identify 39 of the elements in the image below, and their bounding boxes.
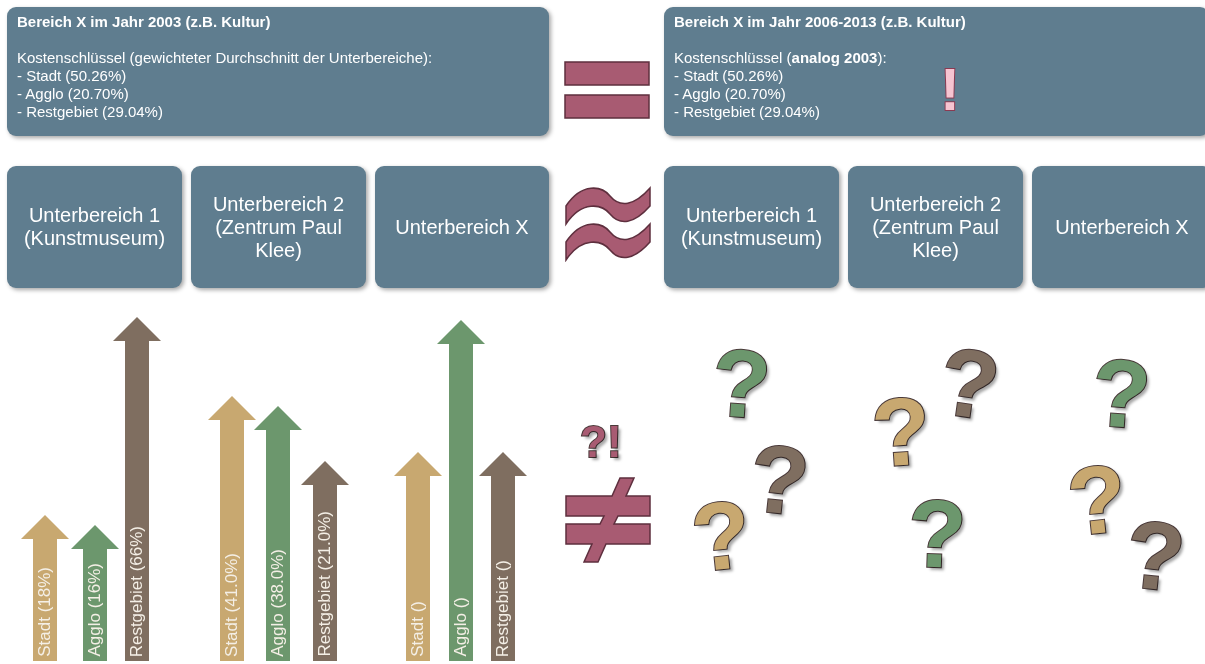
card-text: - Stadt (50.26%) xyxy=(674,67,785,85)
category-box xyxy=(7,166,182,288)
arrow-label: Restgebiet (21.0%) xyxy=(315,511,335,657)
category-box xyxy=(848,166,1023,288)
exclamation-text: ?! xyxy=(580,420,622,464)
question-mark: ? xyxy=(1088,344,1154,444)
card-text: - Restgebiet (29.04%) xyxy=(17,103,164,121)
arrow-label: Agglo (16%) xyxy=(85,563,105,657)
category-box xyxy=(191,166,366,288)
question-mark: ? xyxy=(906,485,969,583)
category-label: Unterbereich 1 (Kunstmuseum) xyxy=(679,204,824,250)
card-text: - Agglo (20.70%) xyxy=(17,85,130,103)
category-box xyxy=(1032,166,1205,288)
arrow-label: Stadt () xyxy=(408,601,428,657)
category-label: Unterbereich 2 (Zentrum Paul Klee) xyxy=(868,192,1003,262)
arrow-label: Stadt (18%) xyxy=(35,567,55,657)
arrow-label: Agglo () xyxy=(451,597,471,657)
arrow-label: Restgebiet (66%) xyxy=(127,525,147,657)
category-label: Unterbereich X xyxy=(395,215,529,239)
card-text: Kostenschlüssel (gewichteter Durchschnitt der Unterbereiche): xyxy=(17,49,434,67)
category-box xyxy=(375,166,549,288)
exclamation-text: ! xyxy=(940,60,960,120)
card-text: - Restgebiet (29.04%) xyxy=(674,103,821,121)
category-box xyxy=(664,166,839,288)
question-mark: ? xyxy=(868,382,934,482)
arrow-label: Agglo (38.0%) xyxy=(268,549,288,657)
question-mark: ? xyxy=(933,332,1006,436)
card-text: - Stadt (50.26%) xyxy=(17,67,128,85)
card-text: Kostenschlüssel (analog 2003): xyxy=(674,49,888,67)
category-label: Unterbereich 1 (Kunstmuseum) xyxy=(22,204,167,250)
category-label: Unterbereich X xyxy=(1055,215,1189,239)
info-card xyxy=(7,7,549,136)
arrow-label: Restgebiet () xyxy=(493,559,513,657)
category-label: Unterbereich 2 (Zentrum Paul Klee) xyxy=(211,192,346,262)
arrow-label: Stadt (41.0%) xyxy=(222,553,242,657)
card-heading: Bereich X im Jahr 2006-2013 (z.B. Kultur) xyxy=(674,13,967,31)
info-card xyxy=(664,7,1205,136)
card-heading: Bereich X im Jahr 2003 (z.B. Kultur) xyxy=(17,13,272,31)
card-text: - Agglo (20.70%) xyxy=(674,85,787,103)
